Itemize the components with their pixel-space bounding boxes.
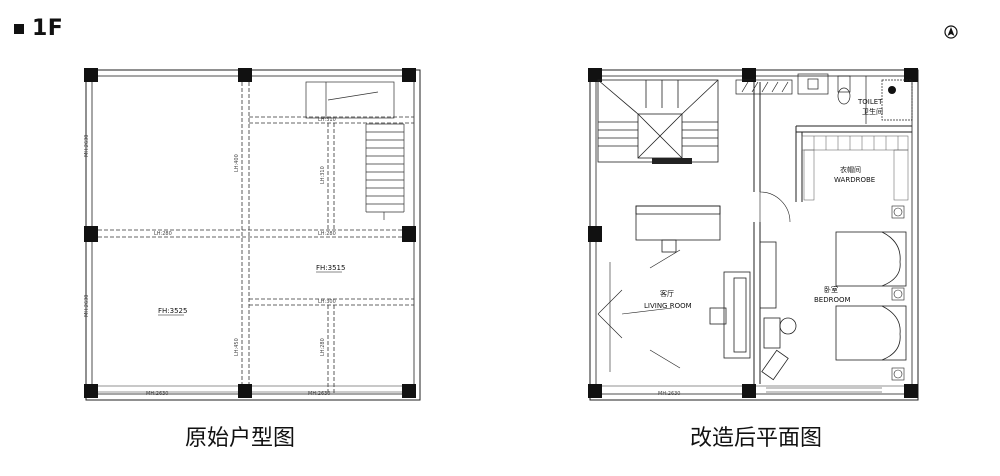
dim-label: MH:2630 xyxy=(84,135,90,157)
beam-label: LH:310 xyxy=(318,117,336,123)
dim-label: MH:2630 xyxy=(308,391,330,397)
dim-label: MH:2630 xyxy=(84,295,90,317)
floor-label: 1F xyxy=(32,16,64,41)
beam-label: LH:400 xyxy=(234,154,240,172)
renovated-floor-plan: TOILET 卫生间 衣帽间 WARDROBE xyxy=(582,62,926,406)
living-label-en: LIVING ROOM xyxy=(644,302,692,310)
bedroom-label-cn: 卧室 xyxy=(824,285,838,294)
dim-label: MH:2630 xyxy=(658,391,680,397)
beam-label: LH:310 xyxy=(320,166,326,184)
dim-label: MH:2630 xyxy=(146,391,168,397)
beam-label: LH:300 xyxy=(318,299,336,305)
fh-label-right: FH:3515 xyxy=(316,264,345,272)
north-arrow-icon xyxy=(944,24,958,43)
bedroom-label-en: BEDROOM xyxy=(814,296,851,304)
caption-original: 原始户型图 xyxy=(184,426,295,451)
fh-label-left: FH:3525 xyxy=(158,307,187,315)
beam-label: LH:280 xyxy=(318,231,336,237)
living-label-cn: 客厅 xyxy=(660,289,674,298)
beam-label: LH:280 xyxy=(154,231,172,237)
wardrobe-label-en: WARDROBE xyxy=(834,176,875,184)
square-bullet-icon xyxy=(14,23,24,34)
toilet-label-en: TOILET xyxy=(857,98,883,106)
beam-label: LH:280 xyxy=(320,338,326,356)
floor-header: 1F xyxy=(14,16,63,41)
toilet-label-cn: 卫生间 xyxy=(862,107,883,116)
wardrobe-label-cn: 衣帽间 xyxy=(840,165,861,174)
original-floor-plan: FH:3525 FH:3515 MH:2630 MH:2630 MH:2630 … xyxy=(78,62,428,406)
beam-label: LH:450 xyxy=(234,338,240,356)
caption-renovated: 改造后平面图 xyxy=(689,426,822,451)
